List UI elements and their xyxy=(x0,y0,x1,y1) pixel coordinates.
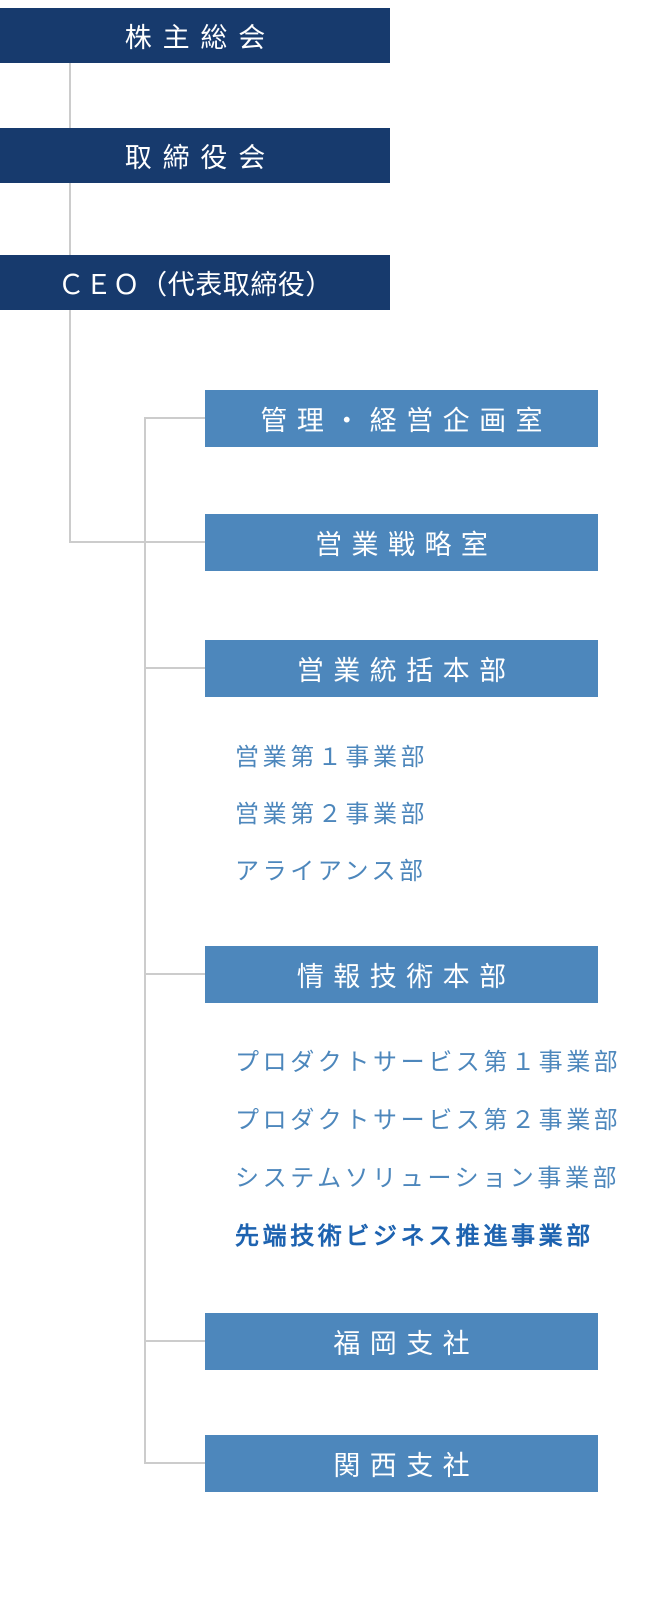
connector-line xyxy=(144,1462,205,1464)
org-node-label: 福岡支社 xyxy=(333,1329,480,1360)
org-child-alliance-dept: アライアンス部 xyxy=(235,857,427,885)
org-node-label: 管理・経営企画室 xyxy=(260,406,553,437)
org-node-sales-strategy-office: 営業戦略室 xyxy=(205,514,598,571)
connector-line xyxy=(144,1340,205,1342)
org-node-label: ＣＥＯ（代表取締役） xyxy=(57,270,333,301)
connector-line xyxy=(69,541,205,543)
org-node-label: 関西支社 xyxy=(333,1451,480,1482)
org-node-it-hq: 情報技術本部 xyxy=(205,946,598,1003)
org-node-board-of-directors: 取締役会 xyxy=(0,128,390,183)
connector-line xyxy=(144,417,205,419)
org-node-admin-planning-office: 管理・経営企画室 xyxy=(205,390,598,447)
org-child-sales-div1: 営業第１事業部 xyxy=(235,743,429,771)
connector-line xyxy=(69,63,71,128)
org-node-label: 営業統括本部 xyxy=(296,656,516,687)
connector-line xyxy=(144,417,146,1464)
connector-line xyxy=(144,667,205,669)
org-child-system-solution-div: システムソリューション事業部 xyxy=(235,1164,621,1192)
org-node-label: 取締役会 xyxy=(124,143,276,174)
org-node-label: 情報技術本部 xyxy=(296,962,516,993)
org-node-label: 営業戦略室 xyxy=(315,530,498,561)
org-node-kansai-branch: 関西支社 xyxy=(205,1435,598,1492)
connector-line xyxy=(69,183,71,255)
org-child-advanced-tech-business-div: 先端技術ビジネス推進事業部 xyxy=(235,1222,594,1250)
org-child-product-service-div1: プロダクトサービス第１事業部 xyxy=(235,1048,622,1076)
org-node-ceo: ＣＥＯ（代表取締役） xyxy=(0,255,390,310)
org-child-product-service-div2: プロダクトサービス第２事業部 xyxy=(235,1106,622,1134)
org-node-label: 株主総会 xyxy=(124,23,276,54)
org-node-sales-hq: 営業統括本部 xyxy=(205,640,598,697)
org-node-shareholders-meeting: 株主総会 xyxy=(0,8,390,63)
org-child-sales-div2: 営業第２事業部 xyxy=(235,800,429,828)
connector-line xyxy=(144,973,205,975)
connector-line xyxy=(69,310,71,543)
org-node-fukuoka-branch: 福岡支社 xyxy=(205,1313,598,1370)
